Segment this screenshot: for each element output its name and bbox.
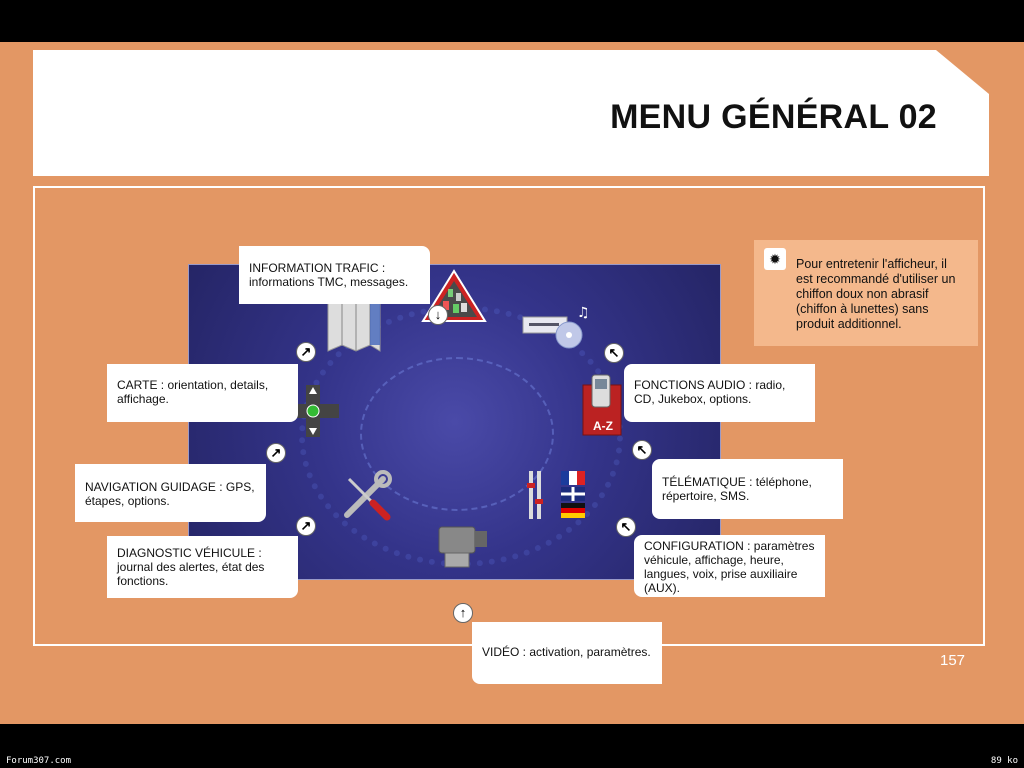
phonebook-icon[interactable] xyxy=(581,373,623,437)
menu-screen: ♫ A-Z xyxy=(188,264,721,580)
title-banner: MENU GÉNÉRAL 02 xyxy=(33,50,989,176)
menu-label-navigation: NAVIGATION GUIDAGE : GPS, étapes, option… xyxy=(75,464,266,522)
menu-label-telematics: TÉLÉMATIQUE : téléphone, répertoire, SMS… xyxy=(652,459,843,519)
arrow-right-icon[interactable]: ↗ xyxy=(266,443,286,463)
audio-cd-icon[interactable]: ♫ xyxy=(519,303,591,351)
wrench-screwdriver-icon[interactable] xyxy=(339,469,393,523)
menu-label-diagnostic: DIAGNOSTIC VÉHICULE : journal des alerte… xyxy=(107,536,298,598)
menu-label-map: CARTE : orientation, details, affichage. xyxy=(107,364,298,422)
phonebook-label: A-Z xyxy=(593,419,613,433)
arrow-right-icon[interactable]: ↗ xyxy=(296,516,316,536)
footer-site: Forum307.com xyxy=(6,756,72,766)
page-title: MENU GÉNÉRAL 02 xyxy=(610,98,937,136)
menu-label-audio: FONCTIONS AUDIO : radio, CD, Jukebox, op… xyxy=(624,364,815,422)
menu-label-traffic: INFORMATION TRAFIC : informations TMC, m… xyxy=(239,246,430,304)
tip-text: Pour entretenir l'afficheur, il est reco… xyxy=(796,257,956,331)
map-icon[interactable] xyxy=(324,295,384,355)
settings-flags-icon[interactable] xyxy=(527,469,589,521)
maintenance-tip: ✹ Pour entretenir l'afficheur, il est re… xyxy=(754,240,978,346)
sun-bulb-icon: ✹ xyxy=(764,248,786,270)
svg-text:♫: ♫ xyxy=(577,305,590,321)
arrow-left-icon[interactable]: ↖ xyxy=(616,517,636,537)
arrow-left-icon[interactable]: ↖ xyxy=(632,440,652,460)
footer-size: 89 ko xyxy=(990,756,1018,766)
arrow-right-icon[interactable]: ↗ xyxy=(296,342,316,362)
menu-label-configuration: CONFIGURATION : paramètres véhicule, aff… xyxy=(634,535,825,597)
menu-label-video: VIDÉO : activation, paramètres. xyxy=(472,622,662,684)
arrow-left-icon[interactable]: ↖ xyxy=(604,343,624,363)
crossroad-icon[interactable] xyxy=(287,385,339,437)
page-number: 157 xyxy=(940,652,966,669)
arrow-down-icon[interactable]: ↓ xyxy=(428,305,448,325)
inner-ring-decoration xyxy=(360,357,554,511)
video-camera-icon[interactable] xyxy=(435,517,491,573)
arrow-up-icon[interactable]: ↑ xyxy=(453,603,473,623)
